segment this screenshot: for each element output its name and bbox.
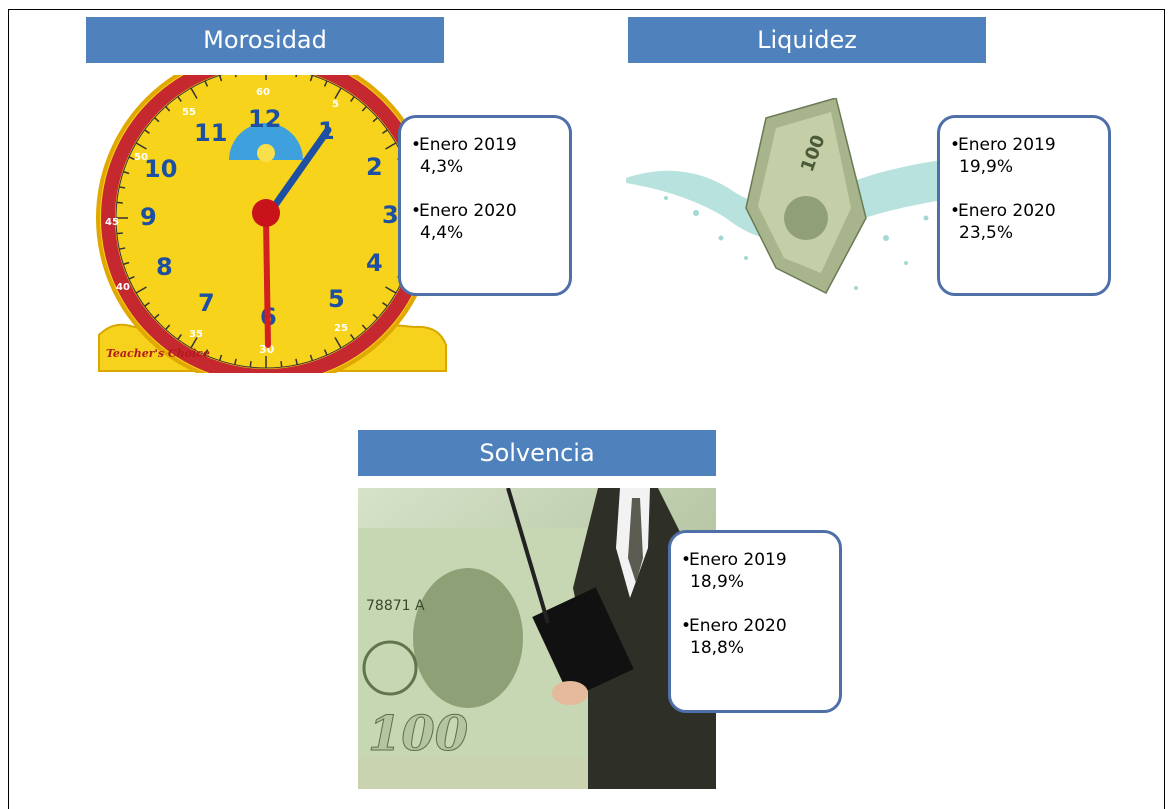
clock-image: 60 5 30 35 25 45 50 55 40 15 12 1 2 3 4 …: [94, 75, 450, 373]
hour-4: 4: [366, 249, 383, 277]
clock-tick: [135, 286, 147, 294]
clock-tick: [154, 313, 160, 319]
liquidez-header: Liquidez: [628, 17, 986, 63]
minute-60: 60: [256, 87, 270, 98]
minute-30: 30: [259, 343, 275, 356]
liquidez-item-2020: •Enero 2020: [950, 201, 1056, 221]
clock-tick: [123, 170, 130, 175]
minute-25: 25: [334, 323, 348, 334]
clock-tick: [144, 302, 150, 307]
clock-tick: [135, 142, 147, 150]
clock-tick: [190, 337, 198, 349]
clock-tick: [119, 186, 126, 189]
hour-9: 9: [140, 203, 157, 231]
clock-tick: [350, 334, 355, 340]
minute-45: 45: [105, 217, 119, 228]
clock-tick: [249, 361, 252, 368]
clock-tick: [385, 286, 397, 294]
solvencia-title: Solvencia: [479, 439, 595, 467]
hour-8: 8: [156, 253, 173, 281]
morosidad-header: Morosidad: [86, 17, 444, 63]
minute-5: 5: [332, 99, 339, 110]
solvencia-value-2019: 18,9%: [690, 572, 745, 592]
clock-tick: [372, 313, 378, 319]
clock-tick: [116, 232, 123, 235]
clock-tick: [190, 87, 198, 99]
clock-tick: [116, 201, 123, 204]
clock-tick: [372, 117, 378, 123]
liquidez-value-2020: 23,5%: [959, 223, 1014, 243]
clock-tick: [334, 87, 342, 99]
minute-40: 40: [116, 282, 130, 293]
liquidez-value-2019: 19,9%: [959, 157, 1014, 177]
morosidad-item-2019: •Enero 2019: [411, 135, 517, 155]
morosidad-value-2020: 4,4%: [420, 223, 464, 243]
clock-tick: [361, 324, 367, 330]
clock-tick: [295, 358, 298, 365]
clock-tick: [128, 275, 135, 280]
hour-2: 2: [366, 153, 383, 181]
minute-50: 50: [134, 152, 148, 163]
clock-tick: [165, 324, 171, 330]
clock-tick: [144, 129, 150, 134]
banknote-serial: 78871 A: [366, 598, 425, 614]
solvencia-value-2020: 18,8%: [690, 638, 745, 658]
clock-brand: Teacher's Choice: [106, 347, 210, 360]
hour-10: 10: [144, 155, 177, 183]
morosidad-title: Morosidad: [203, 26, 327, 54]
slide-frame: [8, 9, 1165, 809]
hour-3: 3: [382, 201, 399, 229]
solvencia-item-2020: •Enero 2020: [681, 616, 787, 636]
hour-5: 5: [328, 285, 345, 313]
clock-tick: [204, 349, 209, 356]
clock-tick: [218, 75, 223, 82]
clock-tick: [334, 337, 342, 349]
hour-12: 12: [248, 105, 281, 133]
clock-tick: [323, 80, 328, 87]
liquidez-callout: •Enero 2019 19,9% •Enero 2020 23,5%: [937, 115, 1111, 296]
clock-tick: [309, 354, 314, 361]
morosidad-item-2020: •Enero 2020: [411, 201, 517, 221]
solvencia-callout: •Enero 2019 18,9% •Enero 2020 18,8%: [668, 530, 842, 713]
morosidad-value-2019: 4,3%: [420, 157, 464, 177]
clock-tick: [385, 142, 397, 150]
minute-55: 55: [182, 107, 196, 118]
banknote-100: 100: [368, 706, 468, 762]
clock-tick: [165, 106, 171, 112]
clock-tick: [204, 80, 209, 87]
clock-tick: [280, 361, 283, 368]
clock-tick: [177, 96, 182, 102]
minute-35: 35: [189, 329, 203, 340]
hour-11: 11: [194, 119, 227, 147]
clock-tick: [350, 96, 355, 102]
businessman-money-image: 78871 A 100: [358, 488, 716, 789]
liquidez-title: Liquidez: [757, 26, 857, 54]
clock-tick: [154, 117, 160, 123]
clock-tick: [218, 354, 223, 361]
clock-tick: [123, 261, 130, 266]
hour-7: 7: [198, 289, 215, 317]
clock-tick: [119, 247, 126, 250]
liquidez-item-2019: •Enero 2019: [950, 135, 1056, 155]
clock-tick: [234, 358, 237, 365]
dollar-splash-image: 100: [626, 98, 956, 360]
clock-tick: [295, 75, 298, 78]
clock-tick: [361, 106, 367, 112]
clock-tick: [382, 129, 388, 134]
clock-tick: [382, 302, 388, 307]
clock-tick: [234, 75, 237, 78]
clock-tick: [177, 334, 182, 340]
solvencia-header: Solvencia: [358, 430, 716, 476]
solvencia-item-2019: •Enero 2019: [681, 550, 787, 570]
morosidad-callout: •Enero 2019 4,3% •Enero 2020 4,4%: [398, 115, 572, 296]
clock-tick: [128, 156, 135, 161]
clock-tick: [309, 75, 314, 82]
clock-tick: [323, 349, 328, 356]
